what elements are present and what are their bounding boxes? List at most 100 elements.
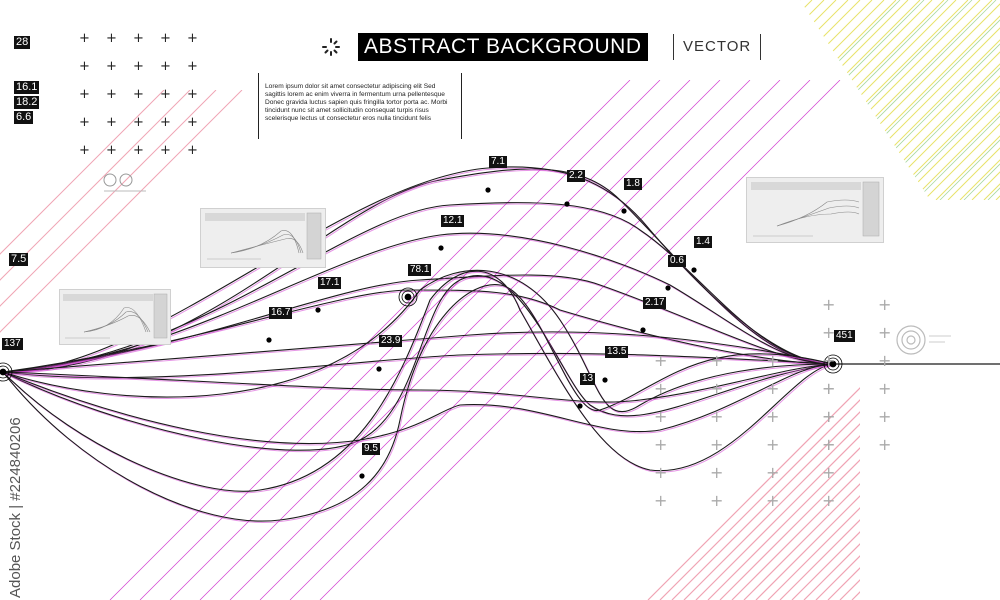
plus-icon: + <box>160 87 171 102</box>
stripe-line <box>767 380 860 600</box>
plus-icon: + <box>710 351 724 370</box>
node-label-2-2: 2.2 <box>567 170 585 182</box>
panel-graph-icon <box>63 293 168 339</box>
stripe-line <box>875 0 1000 200</box>
plus-icon: + <box>79 143 90 158</box>
stripe-line <box>800 0 861 200</box>
side-number-mid: 7.5 <box>9 253 29 266</box>
stripe-line <box>707 380 860 600</box>
info-panel-3 <box>746 177 884 243</box>
anchor-ring <box>398 287 418 307</box>
page-title: ABSTRACT BACKGROUND <box>358 33 648 61</box>
plus-icon: + <box>822 351 836 370</box>
plus-icon: + <box>133 115 144 130</box>
vector-tag: VECTOR <box>673 34 762 60</box>
stripe-line <box>923 0 1000 200</box>
wave-curve <box>2 270 834 492</box>
node-dot <box>359 473 365 479</box>
stripe-line <box>947 0 1000 200</box>
side-number-c: 6.6 <box>14 111 34 124</box>
wave-curve <box>2 232 834 373</box>
anchor-ring <box>404 293 412 301</box>
plus-icon: + <box>187 31 198 46</box>
stripe-line <box>815 380 860 600</box>
node-label-13: 13 <box>580 373 596 385</box>
stripe-line <box>791 380 860 600</box>
node-dot <box>665 285 671 291</box>
plus-icon: + <box>187 87 198 102</box>
spinner-icon <box>322 38 340 56</box>
plus-icon: + <box>79 59 90 74</box>
node-label-0-6: 0.6 <box>668 255 686 267</box>
plus-icon: + <box>160 31 171 46</box>
plus-icon: + <box>106 59 117 74</box>
wave-curve <box>2 269 834 412</box>
curve-shadow <box>3 276 835 453</box>
side-number-top: 28 <box>14 36 31 49</box>
node-dot <box>602 377 608 383</box>
plus-icon: + <box>106 87 117 102</box>
plus-icon: + <box>878 407 892 426</box>
wave-curve <box>2 275 834 451</box>
stripe-line <box>659 380 860 600</box>
plus-icon: + <box>654 435 668 454</box>
curve-shadow <box>4 364 835 446</box>
stripe-line <box>319 80 841 600</box>
wave-curve <box>2 363 834 403</box>
stripe-line <box>289 80 811 600</box>
node-label-7-1: 7.1 <box>489 156 507 168</box>
plus-icon: + <box>878 295 892 314</box>
stripe-line <box>695 380 860 600</box>
stripe-line <box>0 90 191 350</box>
plus-icon: + <box>766 463 780 482</box>
stripe-line <box>803 380 860 600</box>
node-label-12-1: 12.1 <box>441 215 465 227</box>
plus-icon: + <box>654 407 668 426</box>
plus-icon: + <box>822 407 836 426</box>
stripe-line <box>0 90 165 350</box>
stripe-line <box>899 0 1000 200</box>
node-dot <box>376 366 382 372</box>
plus-icon: + <box>822 379 836 398</box>
wave-curve <box>2 166 834 373</box>
plus-icon: + <box>766 351 780 370</box>
plus-icon: + <box>106 115 117 130</box>
node-dot <box>564 201 570 207</box>
node-dot <box>315 307 321 313</box>
plus-icon: + <box>710 463 724 482</box>
stripe-line <box>911 0 1000 200</box>
stripe-line <box>259 80 781 600</box>
plus-icon: + <box>878 379 892 398</box>
anchor-ring <box>829 360 837 368</box>
plus-icon: + <box>822 407 836 426</box>
wave-curve <box>2 352 834 379</box>
plus-icon: + <box>187 143 198 158</box>
plus-icon: + <box>106 143 117 158</box>
plus-icon: + <box>710 491 724 510</box>
anchor-ring <box>826 357 840 371</box>
curve-shadow <box>3 272 835 494</box>
anchor-ring <box>0 365 10 379</box>
plus-icon: + <box>654 379 668 398</box>
badge-icons <box>103 173 146 192</box>
plus-icon: + <box>710 435 724 454</box>
wave-curve <box>2 284 834 522</box>
stripe-line <box>719 380 860 600</box>
plus-icon: + <box>133 59 144 74</box>
plus-icon: + <box>878 323 892 342</box>
stripe-line <box>935 0 1000 200</box>
anchor-ring <box>823 354 843 374</box>
stripe-line <box>963 0 1000 200</box>
info-panel-2 <box>59 289 171 345</box>
node-label-23-9: 23.9 <box>379 335 403 347</box>
plus-icon: + <box>654 463 668 482</box>
node-dot <box>266 337 272 343</box>
stripe-line <box>959 0 1000 200</box>
plus-icon: + <box>766 491 780 510</box>
node-label-13-5: 13.5 <box>605 346 629 358</box>
stripe-line <box>915 0 1000 200</box>
plus-icon: + <box>822 351 836 370</box>
stripe-line <box>683 380 860 600</box>
stripe-line <box>647 380 860 600</box>
